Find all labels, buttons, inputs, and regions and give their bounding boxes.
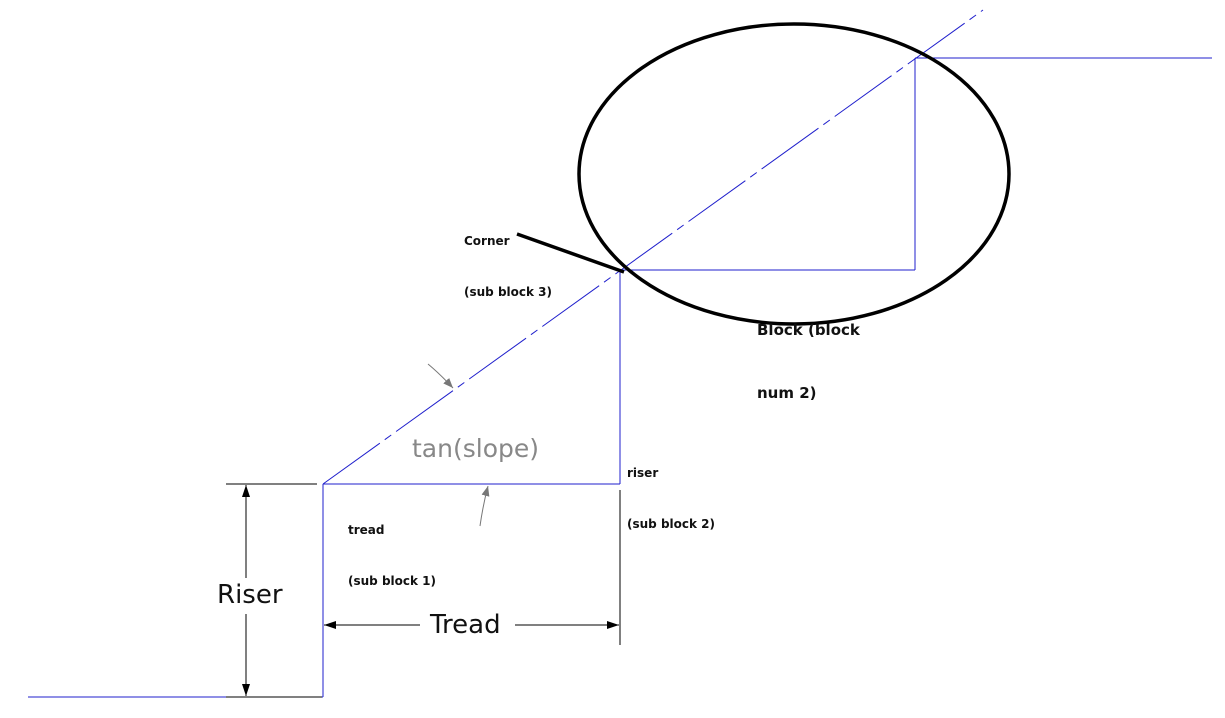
angle-arrow-lower — [479, 485, 490, 527]
slope-angle-arrows — [427, 363, 490, 527]
tread-sub-label: tread (sub block 1) — [348, 488, 436, 624]
riser-sub-label-line2: (sub block 2) — [627, 517, 715, 531]
riser-sub-label: riser (sub block 2) — [627, 431, 715, 567]
riser-dimension-label: Riser — [217, 580, 283, 610]
block-label-line1: Block (block — [757, 321, 860, 339]
block-highlight-ellipse — [577, 22, 1011, 326]
tread-sub-label-line2: (sub block 1) — [348, 574, 436, 588]
block-label-line2: num 2) — [757, 384, 817, 402]
riser-sub-label-line1: riser — [627, 466, 659, 480]
corner-label-line2: (sub block 3) — [464, 285, 552, 299]
angle-arrow-upper — [427, 363, 454, 389]
corner-label-line1: Corner — [464, 234, 510, 248]
tread-dimension — [324, 490, 621, 645]
riser-dimension — [226, 483, 322, 698]
tread-sub-label-line1: tread — [348, 523, 385, 537]
tread-dimension-label: Tread — [430, 610, 501, 640]
stair-profile — [28, 9, 1212, 698]
block-label: Block (block num 2) — [757, 278, 860, 446]
corner-leader-line — [516, 232, 625, 274]
slope-angle-label: tan(slope) — [412, 434, 539, 463]
slope-centerline — [322, 9, 984, 485]
corner-label: Corner (sub block 3) — [464, 199, 552, 335]
